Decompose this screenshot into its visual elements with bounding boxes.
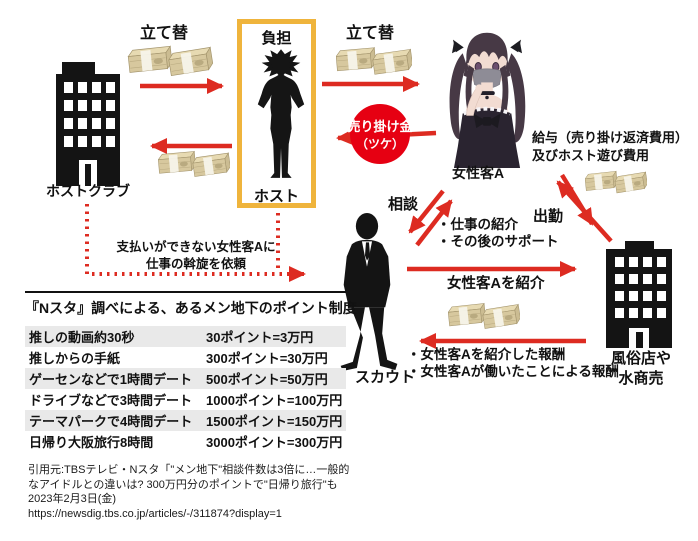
citation-url[interactable]: https://newsdig.tbs.co.jp/articles/-/311… bbox=[28, 507, 282, 520]
row-value: 30ポイント=3万円 bbox=[206, 330, 314, 345]
support-line1: ・仕事の紹介 bbox=[437, 217, 518, 232]
host-silhouette-icon bbox=[257, 49, 305, 178]
adult-shop-line2: 水商売 bbox=[618, 369, 664, 387]
table-row: 推しの動画約30秒 30ポイント=3万円 bbox=[25, 326, 346, 347]
customer-illustration bbox=[449, 32, 526, 168]
money-stack-icon bbox=[128, 42, 214, 80]
credit-line2: （ツケ） bbox=[355, 137, 404, 151]
consult-label: 相談 bbox=[388, 196, 419, 213]
money-stack-icon bbox=[158, 148, 230, 181]
table-row: ゲーセンなどで1時間デート 500ポイント=50万円 bbox=[25, 368, 346, 389]
salary-line2: 及びホスト遊び費用 bbox=[532, 148, 650, 163]
money-stack-icon bbox=[448, 300, 520, 333]
money-stack-icon bbox=[585, 168, 647, 197]
reward-line1: ・女性客Aを紹介した報酬 bbox=[407, 347, 566, 362]
advance-label-left: 立て替 bbox=[140, 25, 189, 42]
point-system-table: 『Nスタ』調べによる、あるメン地下のポイント制度 推しの動画約30秒 30ポイント… bbox=[25, 291, 357, 452]
row-item: 日帰り大阪旅行8時間 bbox=[29, 435, 154, 450]
scout-label: スカウト bbox=[355, 369, 416, 386]
row-item: 推しからの手紙 bbox=[29, 351, 121, 366]
host-club-label: ホストクラブ bbox=[46, 183, 130, 199]
row-value: 1500ポイント=150万円 bbox=[206, 414, 343, 429]
dotted-arrow-job-request bbox=[85, 204, 306, 282]
row-value: 300ポイント=30万円 bbox=[206, 351, 328, 366]
credit-badge: 売り掛け金 （ツケ） bbox=[347, 104, 413, 164]
host-label: ホスト bbox=[253, 188, 299, 205]
arrow-support-to-customer bbox=[415, 199, 453, 247]
advance-label-right: 立て替 bbox=[346, 25, 395, 42]
salary-line1: 給与（売り掛け返済費用） bbox=[532, 130, 689, 145]
job-request-line1: 支払いができない女性客Aに bbox=[116, 240, 276, 254]
citation-line2: なアイドルとの違いは? 300万円分のポイントで"日帰り旅行"も bbox=[28, 478, 338, 491]
host-club-building-icon bbox=[56, 62, 120, 186]
table-row: ドライブなどで3時間デート 1000ポイント=100万円 bbox=[25, 389, 346, 410]
adult-shop-line1: 風俗店や bbox=[610, 350, 671, 367]
table-row: テーマパークで4時間デート 1500ポイント=150万円 bbox=[25, 410, 346, 431]
citation-line1: 引用元:TBSテレビ・Nスタ「"メン地下"相談件数は3倍に…一般的 bbox=[28, 464, 350, 476]
row-item: ドライブなどで3時間デート bbox=[29, 393, 192, 408]
citation-block: 引用元:TBSテレビ・Nスタ「"メン地下"相談件数は3倍に…一般的 なアイドルと… bbox=[28, 463, 373, 522]
row-item: ゲーセンなどで1時間デート bbox=[29, 372, 192, 387]
job-request-label: 支払いができない女性客Aに 仕事の斡旋を依頼 bbox=[108, 239, 284, 273]
adult-shop-building-icon bbox=[606, 241, 672, 348]
row-value: 500ポイント=50万円 bbox=[206, 372, 328, 387]
table-row: 推しからの手紙 300ポイント=30万円 bbox=[25, 347, 346, 368]
citation-line3: 2023年2月3日(金) bbox=[28, 493, 117, 506]
job-request-line2: 仕事の斡旋を依頼 bbox=[145, 256, 246, 271]
burden-label: 負担 bbox=[261, 30, 292, 47]
customer-label: 女性客A bbox=[452, 165, 505, 181]
row-value: 3000ポイント=300万円 bbox=[206, 435, 343, 450]
row-item: テーマパークで4時間デート bbox=[29, 414, 193, 429]
row-item: 推しの動画約30秒 bbox=[29, 330, 135, 345]
arrow-consult-to-scout bbox=[408, 189, 445, 234]
table-title: 『Nスタ』調べによる、あるメン地下のポイント制度 bbox=[25, 291, 357, 318]
row-value: 1000ポイント=100万円 bbox=[206, 393, 343, 408]
attend-label: 出勤 bbox=[533, 208, 564, 225]
money-stack-icon bbox=[336, 44, 412, 79]
refer-customer-label: 女性客Aを紹介 bbox=[447, 276, 545, 292]
reward-line2: ・女性客Aが働いたことによる報酬 bbox=[407, 364, 619, 379]
arrow-salary-to-customer bbox=[556, 180, 613, 243]
table-row: 日帰り大阪旅行8時間 3000ポイント=300万円 bbox=[25, 431, 346, 452]
credit-line1: 売り掛け金 bbox=[347, 119, 413, 134]
support-line2: ・その後のサポート bbox=[437, 234, 559, 249]
adult-shop-label: 風俗店や 水商売 bbox=[601, 349, 681, 388]
scout-silhouette-icon bbox=[340, 213, 398, 371]
